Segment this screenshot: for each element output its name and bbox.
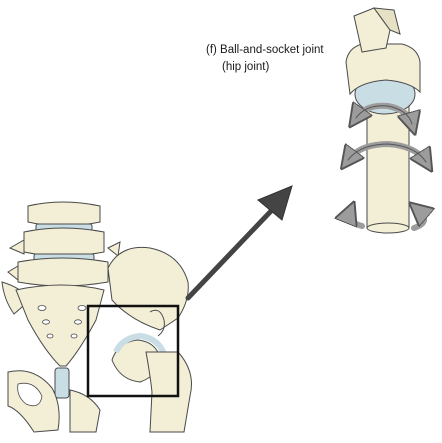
- sacral-foramina: [37, 305, 87, 339]
- obturator-foramen: [17, 382, 43, 407]
- femur-shaft: [366, 97, 410, 229]
- socket-cup: [345, 43, 421, 96]
- acetabulum-cartilage: [113, 332, 167, 356]
- joint-title: (f) Ball-and-socket joint: [206, 44, 324, 56]
- lumbar-vertebrae: [7, 201, 121, 287]
- coccyx: [54, 367, 70, 399]
- ball-socket-model: [345, 7, 426, 234]
- joint-subtitle: (hip joint): [222, 61, 270, 73]
- upper-bone-shaft: [353, 7, 391, 53]
- pelvis-illustration: [1, 201, 192, 433]
- pointer-arrow-icon: [185, 185, 293, 301]
- rotation-arrow-bottom-icon: [349, 210, 424, 231]
- hip-callout-box: [86, 304, 180, 398]
- sacrum: [15, 284, 105, 367]
- ilium: [107, 246, 189, 331]
- femur-neck: [145, 351, 192, 433]
